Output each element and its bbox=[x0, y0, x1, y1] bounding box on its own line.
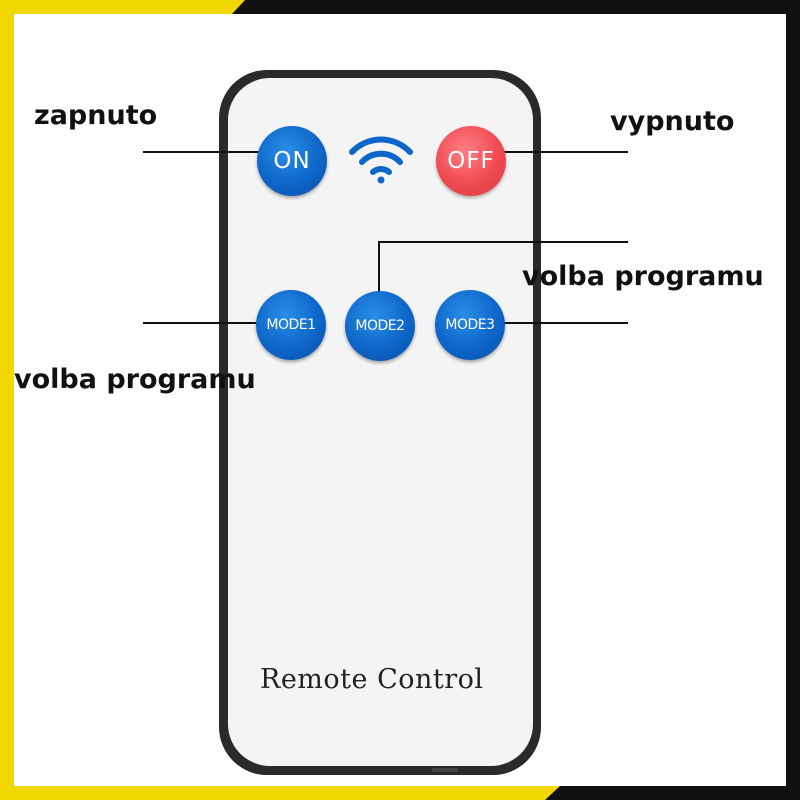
remote-bottom-notch bbox=[432, 768, 458, 772]
off-button[interactable]: OFF bbox=[436, 126, 506, 196]
on-button-label: ON bbox=[273, 148, 311, 174]
wifi-arc-inner bbox=[370, 166, 392, 175]
remote-face bbox=[228, 78, 533, 766]
caption-on: zapnuto bbox=[34, 100, 158, 131]
frame-yellow-left bbox=[0, 0, 14, 800]
wifi-dot bbox=[377, 176, 385, 184]
frame-yellow-bottom-left bbox=[0, 786, 560, 800]
off-button-label: OFF bbox=[447, 148, 495, 174]
mode3-button-label: MODE3 bbox=[445, 317, 495, 333]
frame-black-top bbox=[232, 0, 800, 14]
mode2-button[interactable]: MODE2 bbox=[345, 291, 415, 361]
frame-black-bottom-right bbox=[545, 786, 800, 800]
frame-yellow-top-left bbox=[0, 0, 245, 14]
wifi-arc-outer bbox=[349, 136, 413, 155]
frame-black-right bbox=[786, 0, 800, 800]
wifi-arc-middle bbox=[359, 150, 403, 165]
mode1-button-label: MODE1 bbox=[266, 317, 316, 333]
caption-mode-right: volba programu bbox=[522, 261, 764, 292]
mode3-button[interactable]: MODE3 bbox=[435, 290, 505, 360]
remote-brand-text: Remote Control bbox=[260, 664, 484, 695]
caption-mode-left: volba programu bbox=[14, 364, 256, 395]
caption-off: vypnuto bbox=[610, 106, 735, 137]
wifi-signal-icon bbox=[349, 136, 413, 184]
mode1-button[interactable]: MODE1 bbox=[256, 290, 326, 360]
on-button[interactable]: ON bbox=[257, 126, 327, 196]
mode2-button-label: MODE2 bbox=[355, 318, 405, 334]
